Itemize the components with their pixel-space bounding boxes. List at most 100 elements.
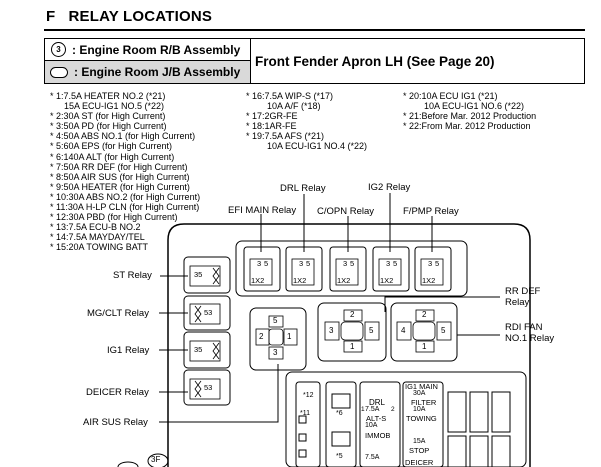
fuse-column-left [295, 381, 321, 467]
note-line: * 11:30A H-LP CLN (for High Current) [50, 202, 200, 213]
fuse-slot-i [298, 415, 307, 424]
legend-rb-label: : Engine Room R/B Assembly [72, 42, 241, 57]
legend-box: 3 : Engine Room R/B Assembly : Engine Ro… [44, 38, 585, 84]
c-opn-relay-label: C/OPN Relay [317, 206, 375, 217]
note-line: * 10:30A ABS NO.2 (for High Current) [50, 191, 201, 202]
rdi-fan-relay-label-line2: NO.1 Relay [505, 333, 555, 344]
rdi-fan-pin-5: 5 [441, 326, 446, 335]
note-line: * 16:7.5A WIP-S (*17) [246, 91, 334, 101]
fuse-num-11: *11 [300, 410, 310, 417]
title-rule [44, 29, 585, 31]
st-relay-slot [183, 256, 231, 294]
deicer-relay-label: DEICER Relay [86, 387, 149, 398]
efi-main-pin-5: 5 [264, 259, 269, 268]
ig1-pin-35: 35 [194, 345, 203, 354]
legend-row-rb: 3 : Engine Room R/B Assembly [45, 39, 250, 61]
ig1-relay-label: IG1 Relay [107, 345, 150, 356]
note-line: 10A ECU-IG1 NO.4 (*22) [267, 141, 368, 152]
legend-row-jb: : Engine Room J/B Assembly [45, 61, 250, 83]
note-line: * 4:50A ABS NO.1 (for High Current) [50, 131, 196, 142]
note-line: 15A ECU-IG1 NO.5 (*22) [64, 101, 165, 112]
ig2-relay-slot [372, 246, 410, 292]
rr-def-pin-2: 2 [350, 310, 355, 319]
air-sus-leader [159, 364, 279, 423]
fuse-slot-j [298, 433, 307, 442]
fuse-label-immob: IMMOB [365, 431, 391, 440]
fuse-slot-e [469, 391, 489, 433]
legend-jb-label: : Engine Room J/B Assembly [74, 65, 241, 79]
callout-3f-oval [147, 453, 169, 467]
fuse-amp-10a: 10A [413, 406, 426, 413]
deicer-relay-slot [183, 369, 231, 406]
top-relay-bay [235, 240, 468, 297]
f-pmp-pin-1x2: 1X2 [422, 276, 436, 285]
ig2-relay-label: IG2 Relay [368, 182, 411, 193]
fuse-slot-h [491, 435, 511, 467]
note-line: * 7:50A RR DEF (for High Current) [50, 161, 188, 172]
notes-column-1: * 1:7.5A HEATER NO.2 (*21)15A ECU-IG1 NO… [50, 91, 200, 253]
air-sus-relay-label: AIR SUS Relay [83, 417, 148, 428]
note-line: * 9:50A HEATER (for High Current) [50, 181, 190, 192]
rdi-fan-pin-1: 1 [422, 342, 427, 351]
ig2-pin-5: 5 [393, 259, 398, 268]
fuse-amp-7-5a-b: 7.5A [365, 454, 380, 461]
air-sus-pin-5: 5 [273, 316, 278, 325]
mg-clt-pin-53: 53 [204, 308, 213, 317]
rr-def-pin-5: 5 [369, 326, 374, 335]
section-title: RELAY LOCATIONS [68, 8, 213, 25]
fuse-column-right-a [359, 381, 401, 467]
rr-def-relay-label-line1: RR DEF [505, 286, 541, 297]
air-sus-pin-3: 3 [273, 348, 278, 357]
note-line: * 5:60A EPS (for High Current) [50, 141, 173, 152]
notes-column-3: * 20:10A ECU IG1 (*21)10A ECU-IG1 NO.6 (… [403, 91, 536, 131]
efi-main-relay-slot [243, 246, 281, 292]
note-line: 10A A/F (*18) [267, 101, 321, 112]
fuse-slot-c [447, 391, 467, 433]
rdi-fan-relay-label-line1: RDI FAN [505, 322, 543, 333]
oval-symbol-icon [50, 66, 68, 78]
fuse-amp-15a: 15A [413, 438, 426, 445]
drl-relay-label: DRL Relay [280, 183, 326, 194]
rdi-fan-pin-2: 2 [422, 310, 427, 319]
rr-def-pin-3: 3 [329, 326, 334, 335]
fuse-slot-k [298, 449, 307, 458]
fuse-column-mid [325, 381, 357, 467]
note-line: * 17:2GR-FE [246, 111, 298, 122]
fuse-label-filter: FILTER [411, 398, 437, 407]
fuse-label-drl: DRL [369, 398, 386, 407]
fuse-slot-f [469, 435, 489, 467]
rdi-fan-pin-4: 4 [401, 326, 406, 335]
deicer-pin-53: 53 [204, 383, 213, 392]
circle-symbol-icon: 3 [51, 42, 66, 57]
c-opn-pin-3: 3 [343, 259, 348, 268]
drl-pin-5: 5 [306, 259, 311, 268]
note-line: 10A ECU-IG1 NO.6 (*22) [424, 101, 525, 112]
fuse-amp-10a-b: 10A [365, 422, 378, 429]
note-line: * 1:7.5A HEATER NO.2 (*21) [50, 91, 166, 101]
fuse-column-right-b [402, 381, 444, 467]
page-title: F RELAY LOCATIONS [46, 8, 212, 25]
air-sus-pin-2: 2 [259, 332, 264, 341]
housing-outline [167, 223, 531, 467]
f-pmp-relay-slot [414, 246, 452, 292]
ig1-relay-slot [183, 331, 231, 369]
st-relay-label: ST Relay [113, 270, 152, 281]
note-line: * 6:140A ALT (for High Current) [50, 151, 175, 162]
note-line: * 19:7.5A AFS (*21) [246, 131, 325, 142]
fuse-amp-7-5a: 7.5A [365, 406, 380, 413]
callout-bottom-oval [117, 461, 139, 467]
legend-location: Front Fender Apron LH (See Page 20) [255, 53, 495, 69]
rr-def-leader [384, 296, 500, 312]
note-line: * 14:7.5A MAYDAY/TEL [50, 232, 145, 243]
ig2-pin-1x2: 1X2 [380, 276, 394, 285]
note-line: * 13:7.5A ECU-B NO.2 [50, 222, 141, 233]
fuse-pin-2: 2 [391, 406, 395, 413]
drl-pin-3: 3 [299, 259, 304, 268]
fuse-label-stop: STOP [409, 446, 430, 455]
note-line: * 22:From Mar. 2012 Production [403, 121, 531, 132]
callout-3f: 3F [151, 455, 161, 464]
fuse-slot-g [491, 391, 511, 433]
c-opn-pin-1x2: 1X2 [337, 276, 351, 285]
rr-def-relay-label-line2: Relay [505, 297, 530, 308]
